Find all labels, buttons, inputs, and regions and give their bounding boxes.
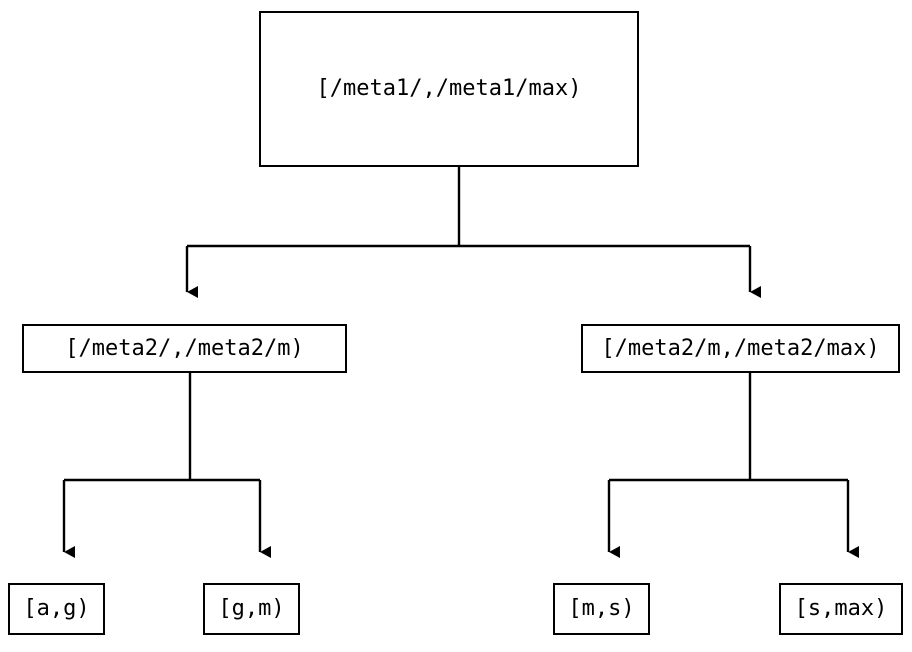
tree-node-leaf-ms-label: [m,s) [568,596,635,621]
edge-midright-to-leaves [607,373,859,558]
tree-node-mid-right-label: [/meta2/m,/meta2/max) [601,335,880,361]
tree-node-leaf-gm-label: [g,m) [218,596,285,621]
tree-node-leaf-ag[interactable]: [a,g) [8,583,105,635]
tree-node-mid-left[interactable]: [/meta2/,/meta2/m) [22,324,347,373]
tree-node-root[interactable]: [/meta1/,/meta1/max) [259,11,639,167]
tree-node-mid-left-label: [/meta2/,/meta2/m) [65,335,304,361]
tree-node-leaf-smax-label: [s,max) [794,596,888,621]
tree-node-root-label: [/meta1/,/meta1/max) [316,76,582,101]
tree-node-leaf-ag-label: [a,g) [23,596,90,621]
edge-root-to-mid [185,167,761,298]
tree-node-leaf-gm[interactable]: [g,m) [203,583,300,635]
tree-node-leaf-smax[interactable]: [s,max) [779,583,903,635]
tree-node-mid-right[interactable]: [/meta2/m,/meta2/max) [581,324,900,373]
tree-node-leaf-ms[interactable]: [m,s) [553,583,650,635]
edge-midleft-to-leaves [62,373,271,558]
